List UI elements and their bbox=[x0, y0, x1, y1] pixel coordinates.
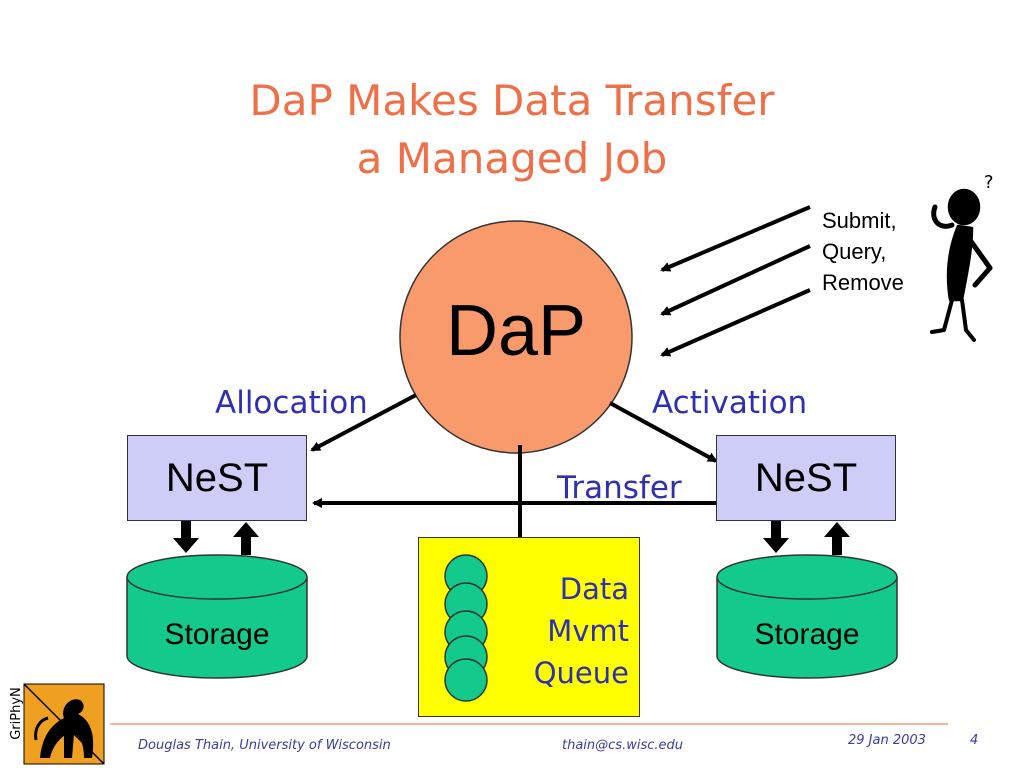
transfer-label: Transfer bbox=[557, 470, 682, 506]
queue-label-line-2: Mvmt bbox=[547, 614, 629, 648]
slide-title: DaP Makes Data Transfer a Managed Job bbox=[0, 72, 1024, 188]
command-remove: Remove bbox=[822, 270, 904, 295]
question-mark-icon: ? bbox=[984, 172, 994, 193]
left-storage-cylinder bbox=[126, 554, 308, 679]
allocation-arrow bbox=[310, 393, 417, 452]
queue-label: Data Mvmt Queue bbox=[534, 568, 629, 694]
queue-label-line-1: Data bbox=[559, 572, 629, 606]
left-write-arrow bbox=[233, 522, 259, 555]
right-storage-cylinder bbox=[716, 554, 898, 679]
right-nest-label: NeST bbox=[754, 455, 858, 500]
title-line-2: a Managed Job bbox=[356, 134, 668, 183]
queue-items bbox=[444, 554, 488, 702]
left-storage-label: Storage bbox=[164, 618, 270, 651]
thinking-person-icon bbox=[930, 188, 993, 342]
command-query: Query, bbox=[822, 239, 887, 264]
queue-label-line-3: Queue bbox=[533, 656, 629, 690]
griphyn-logo-text: GriPhyN bbox=[8, 687, 24, 740]
submit-arrow bbox=[660, 205, 811, 272]
activation-arrow bbox=[609, 401, 718, 463]
commands-label: Submit, Query, Remove bbox=[822, 205, 904, 298]
right-write-arrow bbox=[824, 522, 850, 555]
left-nest-box: NeST bbox=[127, 435, 307, 521]
left-nest-label: NeST bbox=[165, 455, 269, 500]
activation-label: Activation bbox=[652, 385, 808, 421]
queue-item-5 bbox=[444, 658, 488, 702]
right-read-arrow bbox=[763, 520, 789, 553]
dap-circle bbox=[399, 220, 633, 454]
footer-author: Douglas Thain, University of Wisconsin bbox=[138, 738, 391, 753]
footer-page-number: 4 bbox=[970, 733, 979, 748]
right-storage-label: Storage bbox=[754, 618, 860, 651]
query-arrow bbox=[660, 244, 811, 316]
footer-date: 29 Jan 2003 bbox=[848, 733, 926, 748]
right-nest-box: NeST bbox=[716, 435, 896, 521]
remove-arrow bbox=[660, 288, 811, 357]
title-line-1: DaP Makes Data Transfer bbox=[249, 76, 775, 125]
footer-email: thain@cs.wisc.edu bbox=[562, 738, 683, 753]
griphyn-logo bbox=[23, 683, 105, 765]
command-submit: Submit, bbox=[822, 208, 897, 233]
dap-label: DaP bbox=[445, 291, 587, 371]
left-read-arrow bbox=[173, 520, 199, 553]
allocation-label: Allocation bbox=[215, 385, 368, 421]
data-movement-queue: Data Mvmt Queue bbox=[418, 537, 640, 717]
